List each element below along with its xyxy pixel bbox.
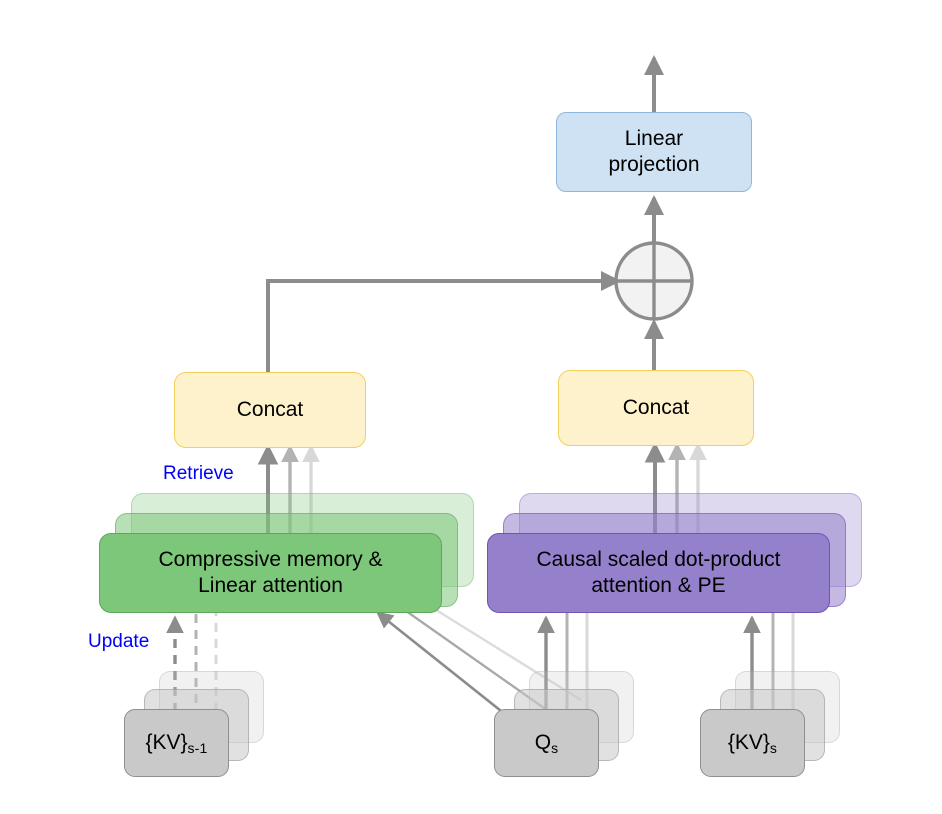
sum-node[interactable] (614, 241, 694, 321)
node-causal-attention[interactable]: Causal scaled dot-product attention & PE (487, 533, 830, 613)
edge-concat-left-to-sum (266, 271, 621, 372)
compressive-memory-label: Compressive memory & Linear attention (158, 548, 383, 597)
node-kv-s[interactable]: {KV}s (700, 709, 805, 777)
node-concat-left[interactable]: Concat (174, 372, 366, 448)
linear-projection-label: Linear projection (608, 127, 700, 176)
causal-attention-label: Causal scaled dot-product attention & PE (536, 548, 781, 597)
annotation-retrieve: Retrieve (163, 463, 234, 484)
q-label: Qs (534, 730, 559, 756)
concat-left-label: Concat (236, 398, 304, 422)
kv-prev-label: {KV}s-1 (145, 730, 208, 756)
concat-right-label: Concat (622, 396, 690, 420)
node-kv-prev[interactable]: {KV}s-1 (124, 709, 229, 777)
kv-s-label: {KV}s (727, 730, 778, 756)
node-linear-projection[interactable]: Linear projection (556, 112, 752, 192)
node-q[interactable]: Qs (494, 709, 599, 777)
annotation-update: Update (88, 631, 150, 652)
node-compressive-memory[interactable]: Compressive memory & Linear attention (99, 533, 442, 613)
node-concat-right[interactable]: Concat (558, 370, 754, 446)
